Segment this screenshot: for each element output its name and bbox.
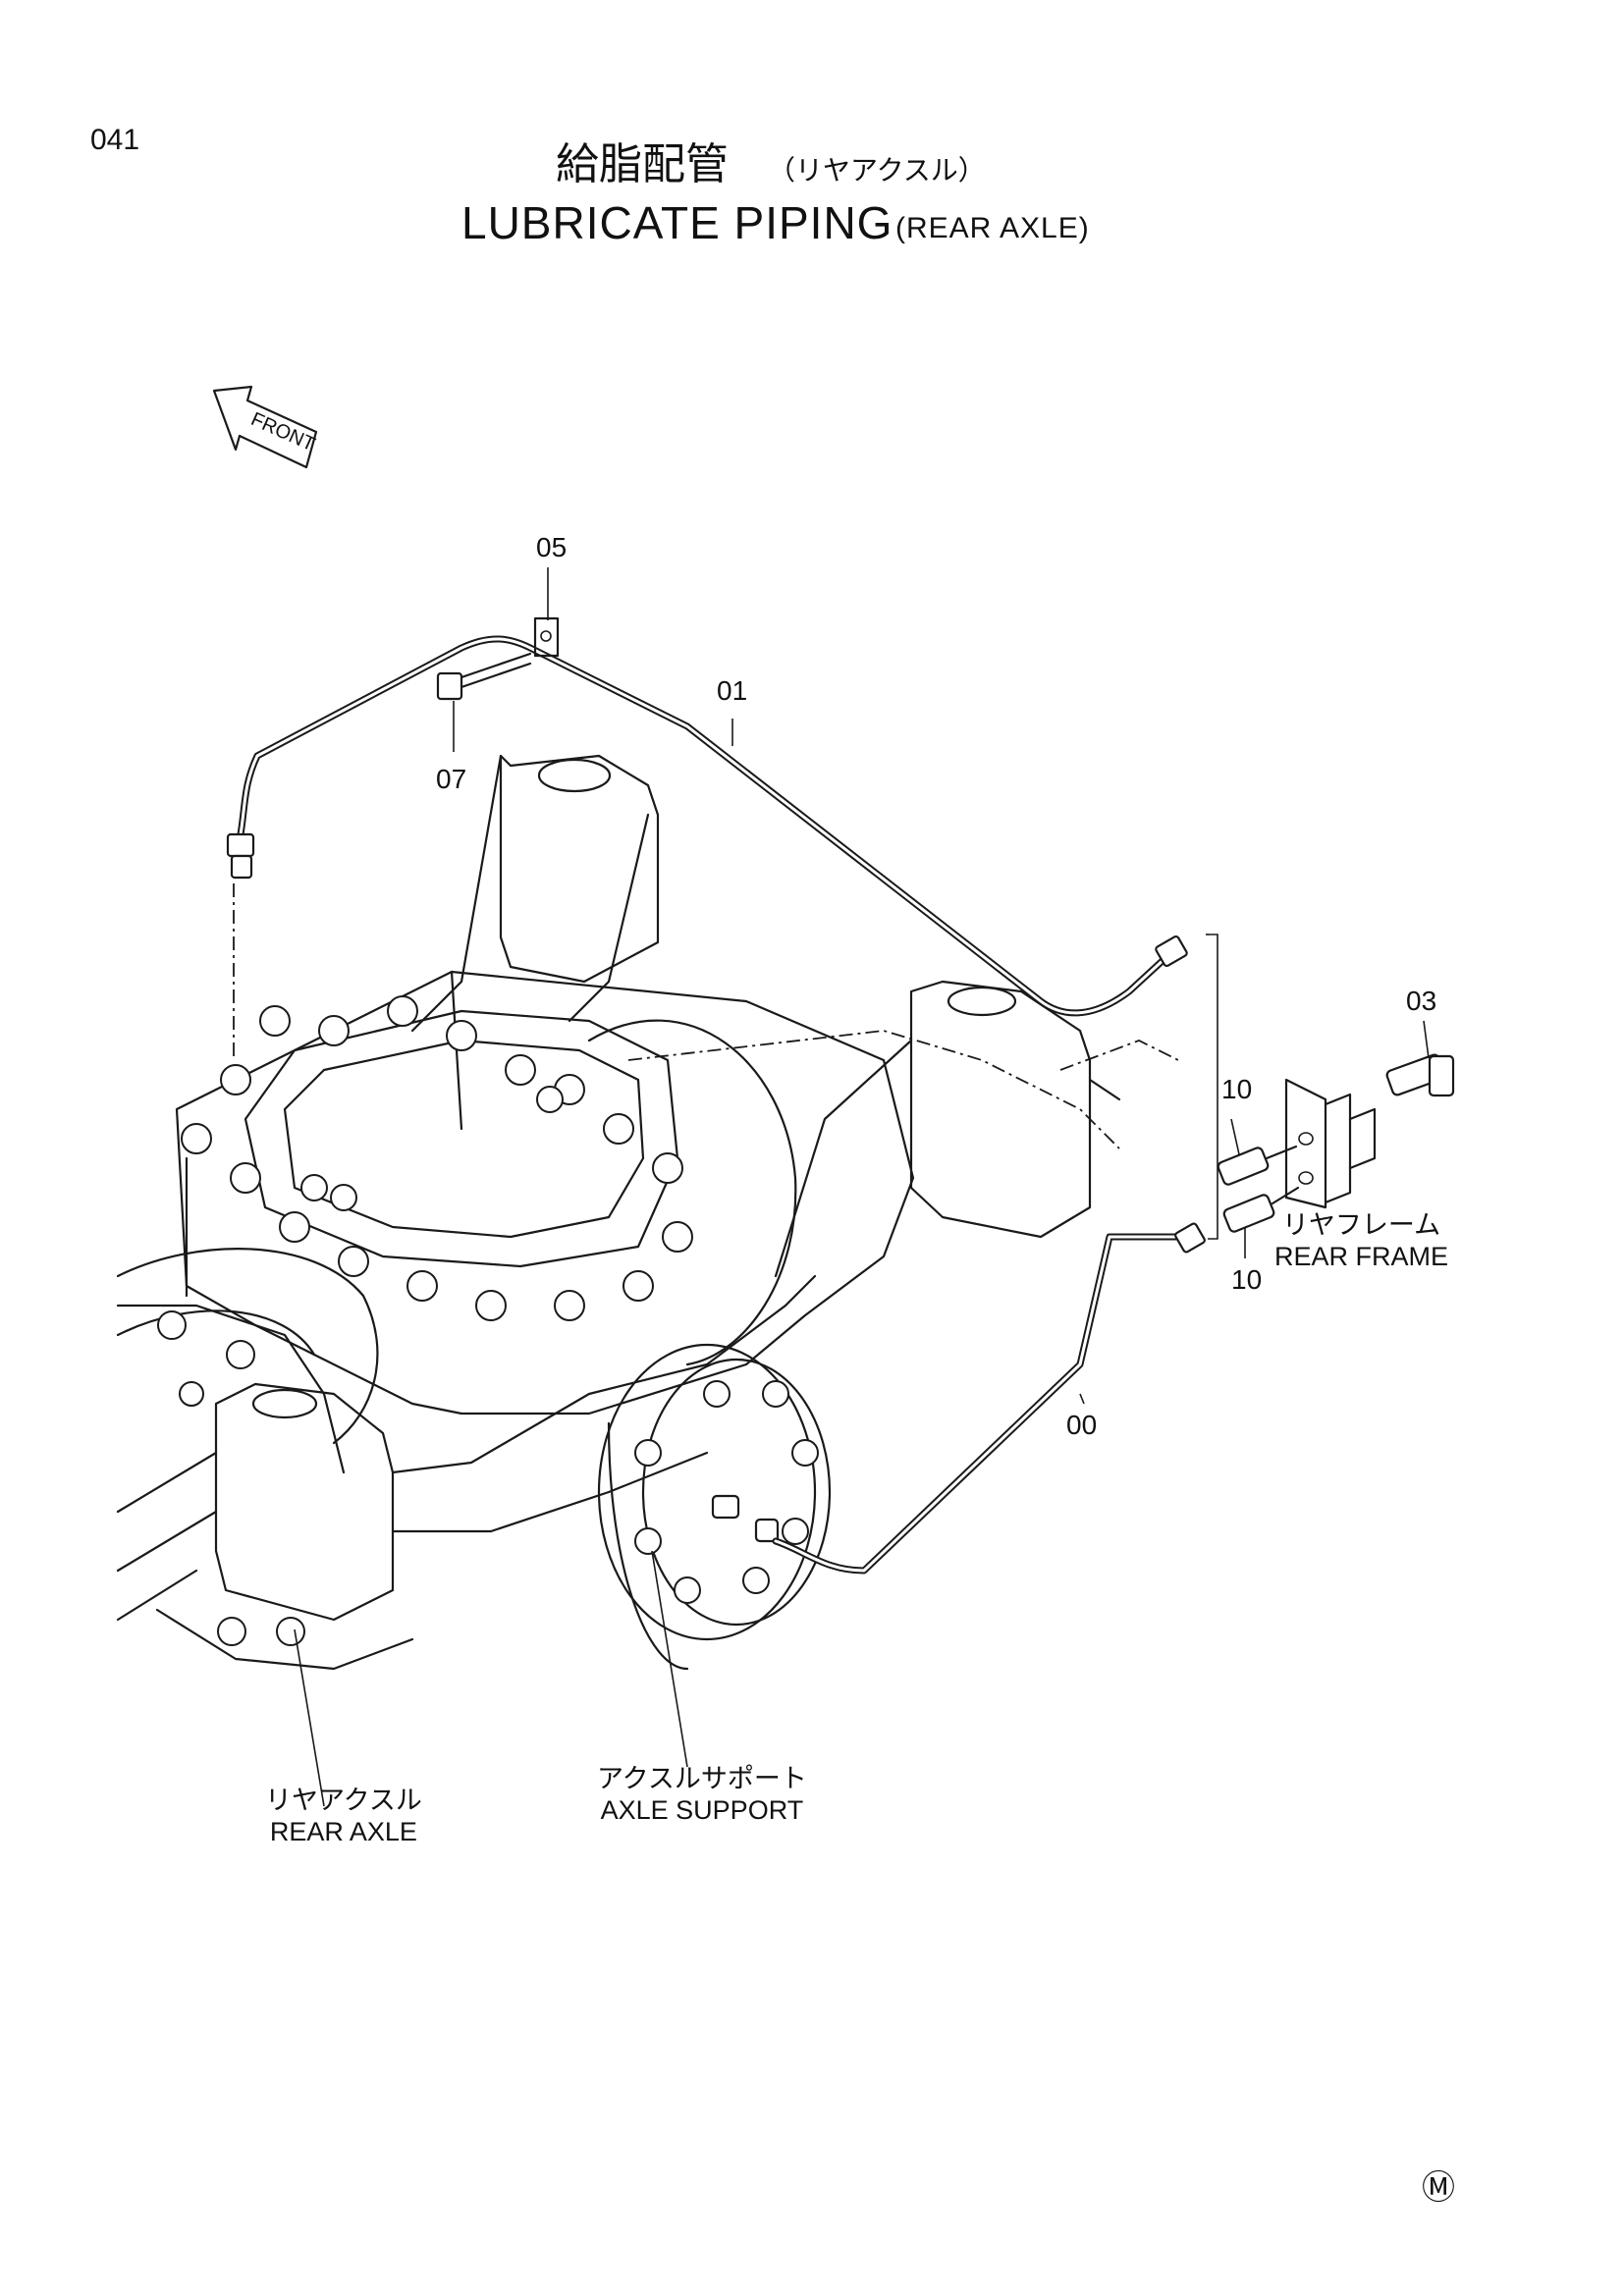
label-axle-support-jp: アクスルサポート [597,1764,807,1793]
callout-01: 01 [717,675,748,706]
label-axle-support: アクスルサポート AXLE SUPPORT [597,1763,807,1827]
callout-03: 03 [1406,986,1437,1016]
callout-07: 07 [436,764,467,794]
label-rear-axle-jp: リヤアクスル [265,1786,422,1815]
axle-mount-bracket-right [774,980,1121,1278]
pipe-01 [226,635,1188,1017]
leader-lines [233,567,1430,1807]
elbow-fitting-03 [1385,1053,1455,1097]
page-subtitle: (REAR AXLE) [895,212,1090,244]
callout-10-upper: 10 [1221,1074,1253,1104]
bolt-07 [436,652,532,701]
axle-mount-bracket-left [410,754,660,1033]
footer-mark: Ⓜ [1422,2168,1455,2208]
page-number: 041 [90,124,140,156]
differential-drum [116,1019,797,1445]
lower-bracket-left [155,1274,817,1671]
cover-bolts [181,995,693,1321]
label-rear-frame: リヤフレーム REAR FRAME [1274,1209,1448,1273]
title-jp: 給脂配管 [556,139,729,189]
grease-fitting-10-upper [1217,1145,1298,1186]
label-rear-frame-jp: リヤフレーム [1281,1210,1441,1240]
left-hub [116,1304,346,1622]
callout-00: 00 [1066,1410,1098,1440]
label-rear-axle-en: REAR AXLE [269,1817,417,1847]
clip-05 [533,616,560,658]
label-rear-frame-en: REAR FRAME [1274,1242,1449,1272]
rear-frame-plate [1284,1078,1377,1209]
label-rear-axle: リヤアクスル REAR AXLE [265,1785,422,1848]
callout-05: 05 [536,532,568,562]
grease-fitting-10-lower [1222,1186,1300,1233]
title-jp-sub: （リヤアクスル） [768,154,986,187]
callout-10-lower: 10 [1231,1264,1263,1295]
front-arrow-icon: FRONT [212,385,318,469]
axle-support-disk [597,1343,832,1671]
page-title: LUBRICATE PIPING [461,197,893,248]
label-axle-support-en: AXLE SUPPORT [600,1795,804,1826]
pipe-00 [772,1222,1206,1575]
